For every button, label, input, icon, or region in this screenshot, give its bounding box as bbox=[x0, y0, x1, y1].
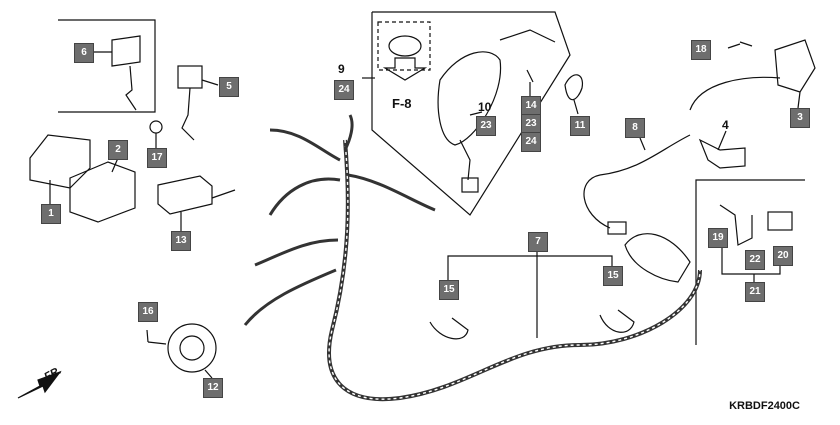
part-6-body bbox=[111, 35, 141, 67]
part-13-body bbox=[157, 175, 213, 215]
part-6-wire bbox=[125, 65, 137, 111]
leader-16 bbox=[146, 329, 149, 343]
key-cylinder bbox=[388, 35, 422, 57]
frame-key-cylinder bbox=[377, 21, 431, 71]
key-switch-connector bbox=[461, 177, 479, 193]
callout-15a: 15 bbox=[439, 280, 459, 300]
diagram-code: KRBDF2400C bbox=[729, 400, 800, 412]
harness-branch-5 bbox=[347, 173, 436, 212]
reference-f8: F-8 bbox=[392, 96, 412, 111]
part-8-wire bbox=[583, 134, 691, 229]
ignition-coil bbox=[624, 233, 691, 283]
leader-10 bbox=[469, 111, 483, 116]
callout-2: 2 bbox=[108, 140, 128, 160]
leader-2 bbox=[111, 157, 119, 173]
part-2-body bbox=[69, 161, 136, 223]
callout-1: 1 bbox=[41, 204, 61, 224]
leader-4 bbox=[717, 130, 727, 151]
callout-24b: 24 bbox=[521, 132, 541, 152]
part-12-horn-center bbox=[179, 335, 205, 361]
part-5-wire bbox=[181, 87, 195, 141]
part-11-cover bbox=[564, 74, 584, 101]
callout-23b: 23 bbox=[521, 114, 541, 134]
label-10: 10 bbox=[478, 100, 492, 114]
part-14-screw bbox=[526, 69, 534, 83]
callout-19: 19 bbox=[708, 228, 728, 248]
callout-13: 13 bbox=[171, 231, 191, 251]
part-5-body bbox=[177, 65, 203, 89]
leader-12 bbox=[204, 369, 213, 379]
callout-18: 18 bbox=[691, 40, 711, 60]
reference-arrow bbox=[382, 57, 428, 81]
clamp-15a bbox=[429, 317, 469, 340]
part-20-sensor bbox=[767, 211, 793, 231]
callout-12: 12 bbox=[203, 378, 223, 398]
callout-5: 5 bbox=[219, 77, 239, 97]
label-9: 9 bbox=[338, 62, 345, 76]
front-direction-arrow bbox=[17, 370, 62, 399]
key-switch-wire bbox=[459, 139, 471, 181]
callout-23a: 23 bbox=[476, 116, 496, 136]
callout-16: 16 bbox=[138, 302, 158, 322]
callout-14: 14 bbox=[521, 96, 541, 116]
callout-22: 22 bbox=[745, 250, 765, 270]
harness-branch-4 bbox=[243, 268, 337, 326]
label-4: 4 bbox=[722, 118, 729, 132]
leader-3 bbox=[797, 91, 801, 109]
callout-7: 7 bbox=[528, 232, 548, 252]
part-8-connector bbox=[607, 221, 627, 235]
harness-branch-1 bbox=[269, 128, 341, 162]
leader-15-bracket bbox=[447, 255, 613, 280]
frame-part-6 bbox=[58, 19, 156, 113]
part-18-bolt bbox=[739, 41, 753, 47]
part-17-bolt bbox=[149, 120, 163, 134]
callout-15b: 15 bbox=[603, 266, 623, 286]
callout-3: 3 bbox=[790, 108, 810, 128]
leader-21-bracket bbox=[721, 245, 781, 275]
harness-branch-6 bbox=[343, 114, 354, 151]
frame-key-switch bbox=[371, 11, 571, 216]
part-3-wire bbox=[689, 76, 781, 111]
harness-branch-2 bbox=[268, 177, 341, 216]
key-switch-body bbox=[437, 51, 502, 146]
part-19-hose bbox=[719, 204, 753, 246]
part-3-body bbox=[774, 39, 816, 93]
callout-8: 8 bbox=[625, 118, 645, 138]
callout-24a: 24 bbox=[334, 80, 354, 100]
callout-6: 6 bbox=[74, 43, 94, 63]
part-12-horn bbox=[167, 323, 217, 373]
leader-5 bbox=[201, 79, 219, 86]
part-1-body bbox=[29, 134, 91, 189]
leader-11 bbox=[573, 99, 579, 115]
callout-21: 21 bbox=[745, 282, 765, 302]
clamp-15b bbox=[599, 309, 635, 333]
part-16-bolt bbox=[147, 341, 167, 345]
callout-17: 17 bbox=[147, 148, 167, 168]
key-pair bbox=[499, 29, 556, 43]
main-harness-wrap bbox=[328, 139, 701, 400]
leader-18 bbox=[727, 43, 741, 49]
leader-8 bbox=[639, 137, 646, 151]
part-4-sensor bbox=[698, 138, 746, 169]
callout-20: 20 bbox=[773, 246, 793, 266]
harness-branch-3 bbox=[254, 238, 339, 267]
callout-11: 11 bbox=[570, 116, 590, 136]
part-13-wire bbox=[211, 189, 236, 199]
